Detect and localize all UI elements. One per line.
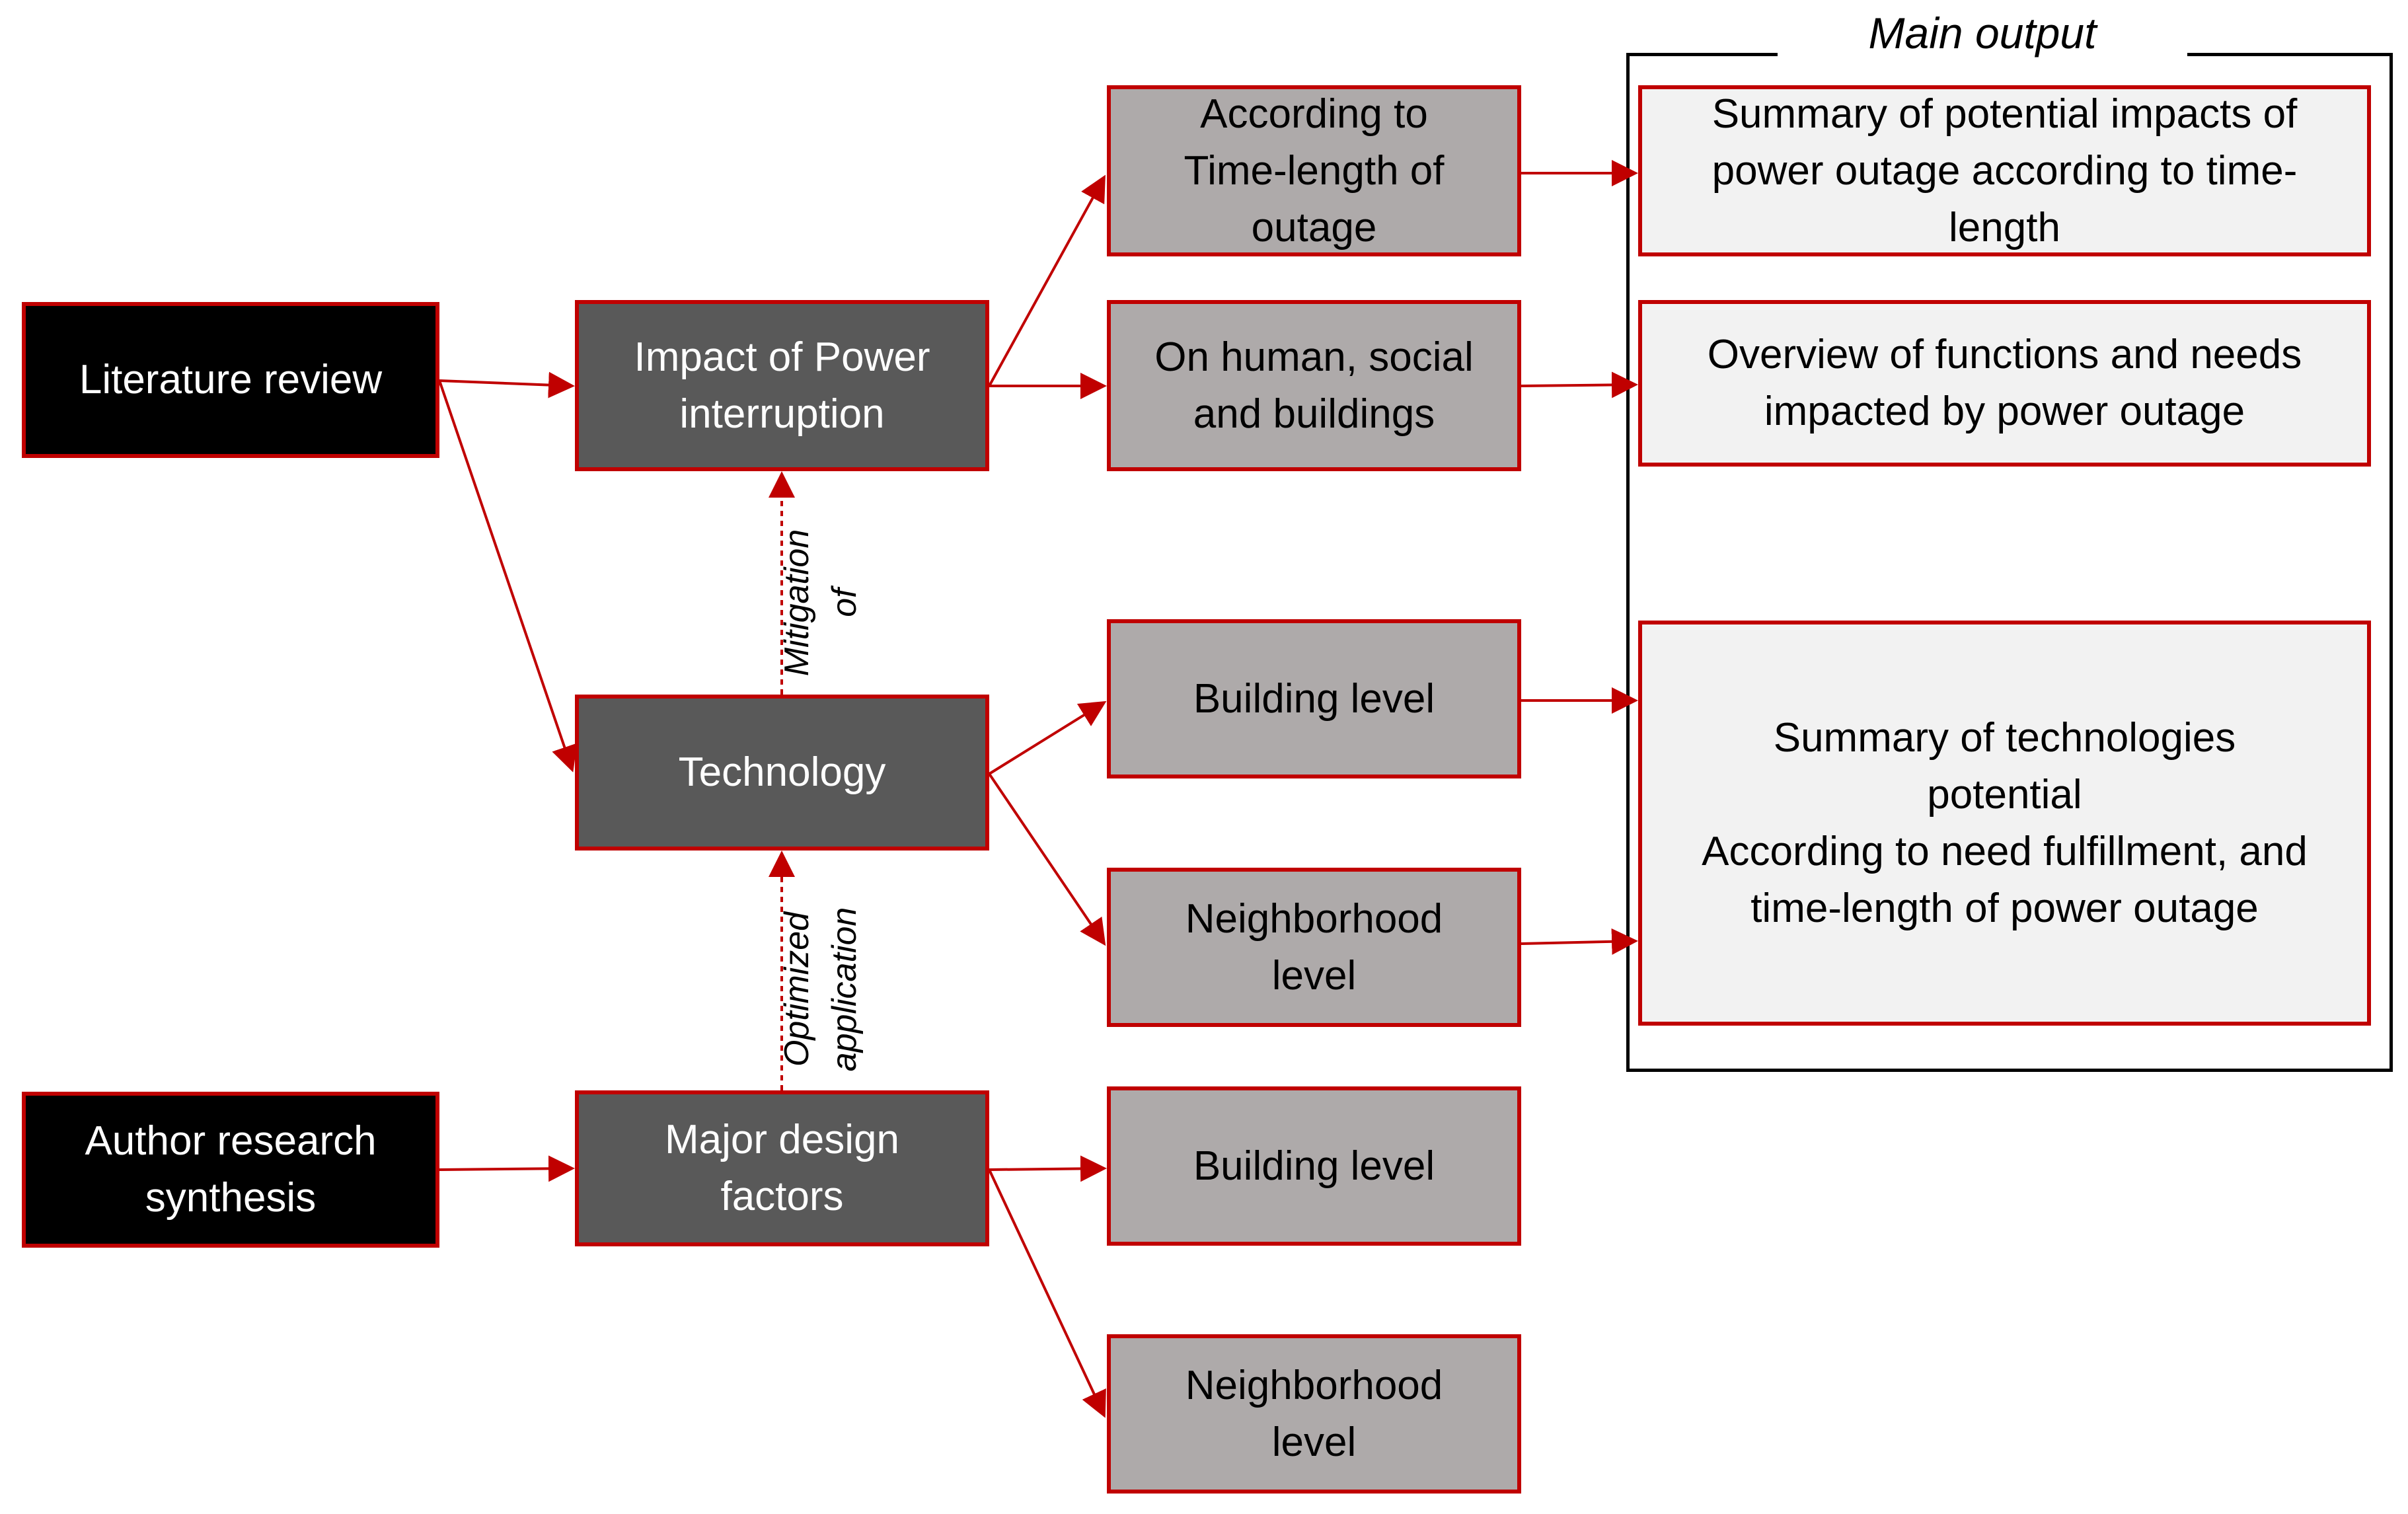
arrow-design-to-neighborhood <box>988 1169 1106 1418</box>
arrow-technology-to-neighborhood <box>988 773 1106 946</box>
technology-box: Technology <box>575 695 989 851</box>
arrow-literature-to-technology <box>438 380 578 773</box>
summary-technologies-box: Summary of technologies potential Accord… <box>1638 621 2371 1026</box>
human-social-buildings-box: On human, social and buildings <box>1107 300 1521 471</box>
design-neighborhood-level-box: Neighborhood level <box>1107 1334 1521 1494</box>
arrow-neighborhood-to-technologies <box>1521 928 1638 955</box>
arrow-design-to-building <box>989 1155 1107 1182</box>
arrow-human-social-to-overview <box>1521 371 1638 398</box>
arrow-technology-to-building <box>988 700 1107 775</box>
arrow-literature-to-impact <box>439 371 575 398</box>
overview-functions-box: Overview of functions and needs impacted… <box>1638 300 2371 467</box>
main-output-title: Main output <box>1778 0 2187 66</box>
arrow-author-to-design <box>439 1155 575 1182</box>
literature-review-box: Literature review <box>22 302 439 458</box>
arrow-impact-to-time-length <box>988 174 1106 387</box>
time-length-box: According to Time-length of outage <box>1107 85 1521 256</box>
design-building-level-box: Building level <box>1107 1086 1521 1246</box>
summary-impacts-box: Summary of potential impacts of power ou… <box>1638 85 2371 256</box>
technology-neighborhood-level-box: Neighborhood level <box>1107 868 1521 1027</box>
major-design-factors-box: Major design factors <box>575 1090 989 1246</box>
impact-power-interruption-box: Impact of Power interruption <box>575 300 989 471</box>
technology-building-level-box: Building level <box>1107 619 1521 778</box>
author-research-box: Author research synthesis <box>22 1092 439 1248</box>
